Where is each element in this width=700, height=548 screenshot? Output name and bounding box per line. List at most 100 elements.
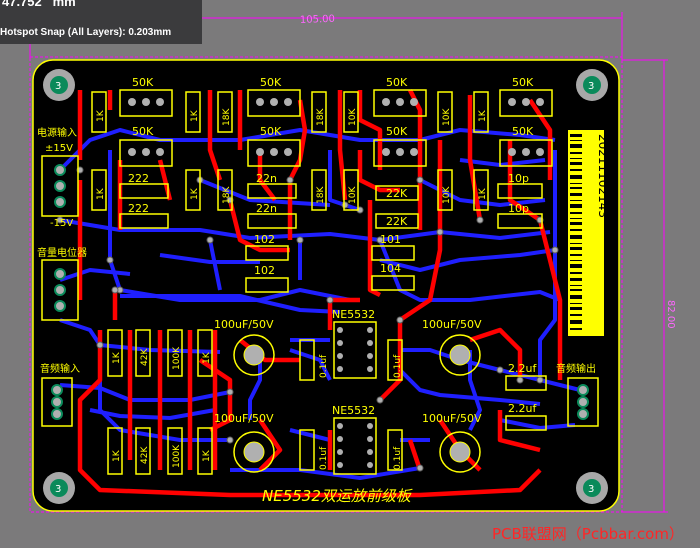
electrolytic-caps <box>233 334 481 473</box>
board-title: NE5532双运放前级板 <box>262 487 413 505</box>
pot-4 <box>499 89 553 117</box>
out-cap-2: 2.2uf <box>508 402 537 415</box>
pot-label-8: 50K <box>512 125 534 138</box>
potentiometers <box>119 89 553 167</box>
cap-10p-a: 10p <box>508 172 529 185</box>
label-audio-in: 音频输入 <box>40 362 80 375</box>
pot-3 <box>373 89 427 117</box>
svg-text:3: 3 <box>55 81 61 92</box>
silkscreen-text: 50K 50K 50K 50K 50K 50K 50K 50K 1K 1K 18… <box>37 76 596 505</box>
ic-outlines <box>333 321 377 475</box>
audio-out-connector <box>567 377 599 427</box>
cap-102-a: 102 <box>254 233 275 246</box>
pot-6 <box>247 139 301 167</box>
serial-barcode: 20211102143 <box>568 130 610 336</box>
out-cap-1: 2.2uf <box>508 362 537 375</box>
in-res-5: 1K <box>112 449 122 462</box>
small-cap-outlines <box>107 183 547 475</box>
res-mid-1: 1K <box>96 187 106 200</box>
res-mid-7: 1K <box>478 187 488 200</box>
label-audio-out: 音频输出 <box>556 362 596 375</box>
mounting-holes: 3 3 3 3 <box>43 69 608 504</box>
ic-pads <box>337 327 373 468</box>
res-mid-4: 18K <box>316 186 326 204</box>
res-mid-2: 1K <box>190 187 200 200</box>
res-top-2: 1K <box>190 109 200 122</box>
hotspot-snap-readout: Hotspot Snap (All Layers): 0.203mm <box>0 27 172 38</box>
label-volume-pot: 音量电位器 <box>37 246 87 259</box>
pot-8 <box>499 139 553 167</box>
small-cap-2: 0.1uf <box>393 354 403 378</box>
small-cap-4: 0.1uf <box>393 446 403 470</box>
res-mid-3: 18K <box>222 186 232 204</box>
in-res-6: 42K <box>140 446 150 464</box>
in-res-2: 42K <box>140 348 150 366</box>
svg-text:3: 3 <box>55 484 61 495</box>
pot-label-3: 50K <box>386 76 408 89</box>
ecap-label-4: 100uF/50V <box>422 412 482 425</box>
in-res-4: 1K <box>202 351 212 364</box>
res-top-4: 18K <box>316 108 326 126</box>
connectors <box>41 155 599 427</box>
pot-label-2: 50K <box>260 76 282 89</box>
label-plus-minus-15v: ±15V <box>45 143 73 154</box>
pot-7 <box>373 139 427 167</box>
pot-label-4: 50K <box>512 76 534 89</box>
pot-5 <box>119 139 173 167</box>
cap-22n-b: 22n <box>256 202 277 215</box>
status-overlay: 47.752 mm Hotspot Snap (All Layers): 0.2… <box>0 0 202 44</box>
res-mid-6: 10K <box>442 186 452 204</box>
res-mid-5: 10K <box>348 186 358 204</box>
cap-101: 101 <box>380 233 401 246</box>
power-connector <box>41 155 79 217</box>
pot-label-1: 50K <box>132 76 154 89</box>
label-power-input: 电源输入 <box>37 126 77 139</box>
in-res-7: 100K <box>172 444 182 468</box>
pot-2 <box>247 89 301 117</box>
res-22k-b: 22K <box>386 215 408 228</box>
in-res-8: 1K <box>202 449 212 462</box>
volume-connector <box>41 259 79 321</box>
serial-number: 20211102143 <box>596 134 610 218</box>
mounting-hole-tl: 3 <box>43 69 75 101</box>
mounting-hole-br: 3 <box>576 472 608 504</box>
res-top-5: 10K <box>348 108 358 126</box>
pot-label-7: 50K <box>386 125 408 138</box>
cap-222-b: 222 <box>128 202 149 215</box>
ecap-label-3: 100uF/50V <box>214 412 274 425</box>
cap-22n-a: 22n <box>256 172 277 185</box>
mounting-hole-tr: 3 <box>576 69 608 101</box>
cap-102-b: 102 <box>254 264 275 277</box>
cap-222-a: 222 <box>128 172 149 185</box>
watermark: PCB联盟网（Pcbbar.com） <box>492 525 684 543</box>
cap-10p-b: 10p <box>508 202 529 215</box>
res-top-3: 18K <box>222 108 232 126</box>
cap-104: 104 <box>380 262 401 275</box>
pot-1 <box>119 89 173 117</box>
coordinate-readout: 47.752 mm <box>2 0 76 9</box>
res-top-6: 10K <box>442 108 452 126</box>
ic-label-1: NE5532 <box>332 308 375 321</box>
audio-in-connector <box>41 377 73 427</box>
in-res-1: 1K <box>112 351 122 364</box>
res-22k-a: 22K <box>386 187 408 200</box>
pot-label-5: 50K <box>132 125 154 138</box>
ic-label-2: NE5532 <box>332 404 375 417</box>
resistors-top <box>91 91 489 211</box>
mounting-hole-bl: 3 <box>43 472 75 504</box>
ecap-label-1: 100uF/50V <box>214 318 274 331</box>
ecap-label-2: 100uF/50V <box>422 318 482 331</box>
label-minus-15v: -15V <box>50 218 73 229</box>
connector-pads <box>51 164 589 420</box>
svg-text:3: 3 <box>588 484 594 495</box>
width-dimension: 105.00 <box>300 14 335 26</box>
pot-label-6: 50K <box>260 125 282 138</box>
small-cap-1: 0.1uf <box>319 354 329 378</box>
small-cap-3: 0.1uf <box>319 446 329 470</box>
height-dimension: 82.00 <box>665 300 676 329</box>
svg-text:3: 3 <box>588 81 594 92</box>
res-top-7: 1K <box>478 109 488 122</box>
in-res-3: 100K <box>172 346 182 370</box>
res-top-1: 1K <box>96 109 106 122</box>
